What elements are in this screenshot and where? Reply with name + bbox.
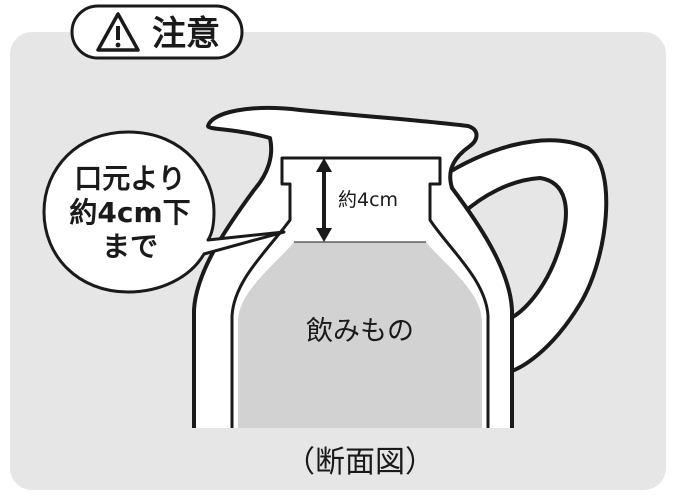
measurement-arrow-icon (316, 158, 332, 242)
contents-label: 飲みもの (306, 316, 414, 347)
section-caption: （断面図） (285, 445, 435, 480)
caution-label: 注意 (152, 14, 220, 54)
callout-bubble (42, 130, 286, 294)
section-cut (180, 428, 530, 438)
warning-triangle-icon (96, 12, 140, 52)
callout-line-2: 約4cm下 (69, 196, 190, 229)
callout-line-3: まで (102, 230, 158, 263)
measurement-label: 約4cm (338, 189, 398, 211)
liquid-fill (238, 242, 482, 430)
callout-line-1: 口元より (74, 162, 185, 195)
